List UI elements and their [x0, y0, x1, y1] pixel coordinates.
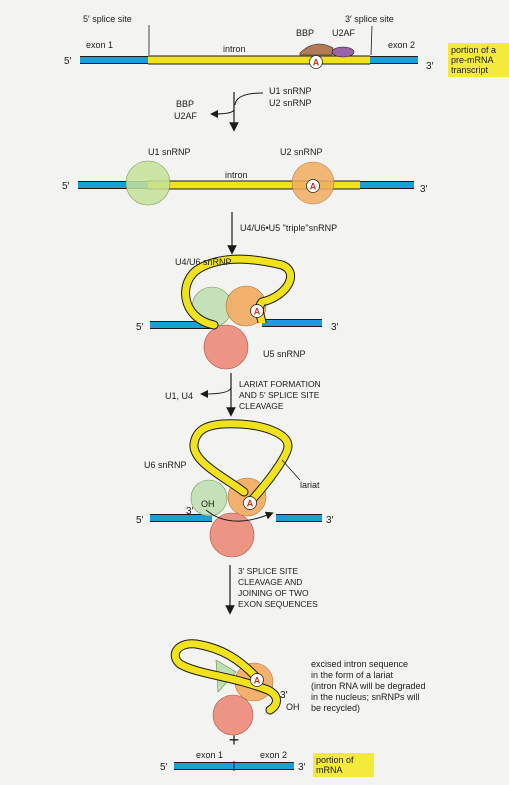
step2-arrow: U4/U6•U5 "triple"snRNP	[232, 212, 337, 250]
step4-line1: 3′ SPLICE SITE	[238, 566, 299, 576]
splice3-label: 3′ splice site	[345, 14, 394, 24]
u1-in-label: U1 snRNP	[269, 86, 312, 96]
u2af-label: U2AF	[332, 28, 356, 38]
three-prime-oh-label: 3′	[186, 506, 194, 517]
step4-line3: JOINING OF TWO	[238, 588, 309, 598]
panel-excised-lariat: A 3′ OH excised intron sequence in the f…	[175, 644, 425, 750]
u2af-out-label: U2AF	[174, 111, 198, 121]
step4-line4: EXON SEQUENCES	[238, 599, 318, 609]
panel-pre-mrna: A 5′ splice site 3′ splice site BBP U2AF…	[64, 14, 434, 72]
three-prime-label-4: 3′	[326, 515, 334, 526]
excised-note-4: in the nucleus; snRNPs will	[311, 692, 420, 702]
lariat-pointer	[282, 460, 300, 480]
step4-arrow: 3′ SPLICE SITE CLEAVAGE AND JOINING OF T…	[230, 565, 318, 610]
five-prime-label: 5′	[64, 56, 72, 67]
three-prime-label-5: 3′	[280, 690, 288, 701]
lariat-label: lariat	[300, 480, 320, 490]
bbp-protein	[300, 44, 333, 55]
u6-snrnp-label: U6 snRNP	[144, 460, 187, 470]
panel-u1-u2: A U1 snRNP U2 snRNP intron 5′ 3′	[62, 147, 428, 205]
excised-note-2: in the form of a lariat	[311, 670, 394, 680]
step1-out-curve	[214, 110, 234, 114]
u6-snrnp-circle	[191, 480, 227, 516]
plus-sign: +	[229, 730, 240, 750]
step3-out-curve	[204, 388, 231, 394]
panel-lariat: A lariat U6 snRNP OH 3′ 5′ 3′	[136, 424, 334, 557]
mrna-note-line2: mRNA	[316, 765, 371, 775]
u1u4-out-label: U1, U4	[165, 391, 193, 401]
three-prime-label-6: 3′	[298, 762, 306, 773]
excised-note-5: be recycled)	[311, 703, 360, 713]
bbp-label: BBP	[296, 28, 314, 38]
step4-line2: CLEAVAGE AND	[238, 577, 302, 587]
mrna-note: portion of mRNA	[313, 753, 374, 777]
step1-arrow: U1 snRNP U2 snRNP BBP U2AF	[174, 86, 312, 127]
branch-a-label-4: A	[247, 499, 254, 509]
panel-mrna: exon 1 exon 2 5′ 3′	[160, 750, 306, 773]
pre-mrna-note: portion of a pre-mRNA transcript	[448, 43, 509, 77]
intron-label: intron	[223, 44, 246, 54]
three-prime-label: 3′	[426, 61, 434, 72]
branch-a-label: A	[313, 58, 320, 68]
five-prime-label-2: 5′	[62, 181, 70, 192]
u4u6-snrnp-label: U4/U6 snRNP	[175, 257, 232, 267]
exon1-label-6: exon 1	[196, 750, 223, 760]
u2-snrnp-label: U2 snRNP	[280, 147, 323, 157]
step1-in-curve	[235, 93, 263, 105]
exon2-label: exon 2	[388, 40, 415, 50]
five-prime-label-4: 5′	[136, 515, 144, 526]
excised-note-3: (intron RNA will be degraded	[311, 681, 426, 691]
pre-mrna-note-line3: transcript	[451, 65, 506, 75]
triple-snrnp-label: U4/U6•U5 "triple"snRNP	[240, 223, 337, 233]
lariat-step-line3: CLEAVAGE	[239, 401, 284, 411]
excised-note-1: excised intron sequence	[311, 659, 408, 669]
intron-label-2: intron	[225, 170, 248, 180]
u5-snrnp-circle-4	[210, 513, 254, 557]
branch-a-label-5: A	[254, 676, 261, 686]
three-prime-label-2: 3′	[420, 184, 428, 195]
u2af-protein	[332, 47, 354, 57]
u5-snrnp-circle	[204, 325, 248, 369]
u5-snrnp-circle-5	[213, 695, 253, 735]
splice3-pointer	[371, 26, 372, 55]
panel-spliceosome: A U4/U6 snRNP U5 snRNP 5′ 3′	[136, 257, 339, 369]
three-prime-label-3: 3′	[331, 322, 339, 333]
oh-label-5: OH	[286, 702, 300, 712]
branch-a-label-2: A	[310, 182, 317, 192]
oh-label: OH	[201, 499, 215, 509]
mrna-note-line1: portion of	[316, 755, 371, 765]
step3-arrow: U1, U4 LARIAT FORMATION AND 5′ SPLICE SI…	[165, 373, 321, 412]
exon1-label: exon 1	[86, 40, 113, 50]
u5-snrnp-label: U5 snRNP	[263, 349, 306, 359]
five-prime-label-6: 5′	[160, 762, 168, 773]
bbp-out-label: BBP	[176, 99, 194, 109]
splice5-label: 5′ splice site	[83, 14, 132, 24]
u1-snrnp-label: U1 snRNP	[148, 147, 191, 157]
u2-in-label: U2 snRNP	[269, 98, 312, 108]
exon2-label-6: exon 2	[260, 750, 287, 760]
lariat-step-line1: LARIAT FORMATION	[239, 379, 321, 389]
pre-mrna-note-line2: pre-mRNA	[451, 55, 506, 65]
branch-a-label-3: A	[254, 307, 261, 317]
five-prime-label-3: 5′	[136, 322, 144, 333]
pre-mrna-note-line1: portion of a	[451, 45, 506, 55]
u1-snrnp-circle	[126, 161, 170, 205]
lariat-step-line2: AND 5′ SPLICE SITE	[239, 390, 320, 400]
